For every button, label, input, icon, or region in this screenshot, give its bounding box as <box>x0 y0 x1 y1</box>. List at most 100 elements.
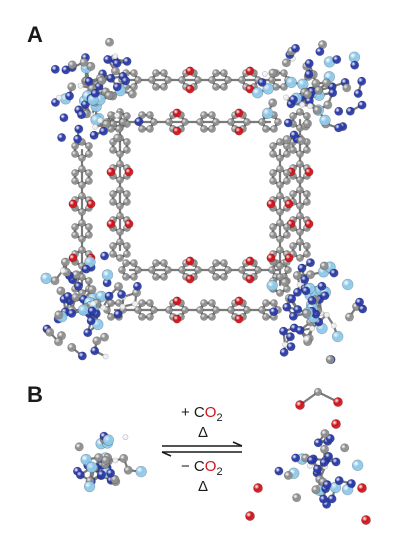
carbon-atom <box>208 266 216 274</box>
carbon-atom <box>134 76 142 84</box>
carbon-atom <box>78 246 86 254</box>
carbon-atom <box>296 108 304 116</box>
hydrogen-atom <box>283 94 290 101</box>
hydrogen-atom <box>299 101 306 108</box>
carbon-atom <box>130 273 138 281</box>
carbon-atom <box>302 308 312 318</box>
carbon-atom <box>123 146 131 154</box>
hydrogen-atom <box>309 325 316 332</box>
carbon-atom <box>123 242 131 250</box>
nitrogen-atom <box>283 118 293 128</box>
carbon-atom <box>292 270 302 280</box>
carbon-atom <box>71 293 81 303</box>
carbon-atom <box>196 306 204 314</box>
forward-subscript: 2 <box>216 412 223 424</box>
carbon-atom <box>164 76 172 84</box>
carbon-atom <box>150 118 158 126</box>
nitrogen-atom <box>307 296 317 306</box>
carbon-atom <box>224 76 232 84</box>
carbon-atom <box>78 192 86 200</box>
nitrogen-atom <box>313 438 323 448</box>
carbon-atom <box>100 332 110 342</box>
carbon-atom <box>220 69 228 77</box>
carbon-atom <box>212 273 220 281</box>
carbon-atom <box>60 257 70 267</box>
carbon-atom <box>116 254 124 262</box>
carbon-atom <box>116 176 124 184</box>
carbon-atom <box>280 277 290 287</box>
nitrogen-atom <box>117 289 127 299</box>
carbon-atom <box>150 306 158 314</box>
nitrogen-atom <box>297 263 307 273</box>
carbon-atom <box>78 154 86 162</box>
oxygen-atom <box>124 167 134 177</box>
carbon-atom <box>87 285 97 295</box>
carbon-atom <box>178 266 186 274</box>
carbon-atom <box>268 76 276 84</box>
carbon-atom <box>119 118 127 126</box>
carbon-atom <box>276 208 284 216</box>
hydrogen-atom <box>122 434 129 441</box>
carbon-atom <box>130 259 138 267</box>
metal-atom <box>84 256 96 268</box>
nitrogen-atom <box>331 457 341 467</box>
metal-atom <box>319 114 331 127</box>
carbon-atom <box>194 266 202 274</box>
carbon-atom <box>268 266 276 274</box>
carbon-atom <box>296 150 304 158</box>
carbon-atom <box>138 125 146 133</box>
nitrogen-atom <box>50 64 60 74</box>
nitrogen-atom <box>279 326 289 336</box>
carbon-atom <box>262 299 270 307</box>
carbon-atom <box>200 313 208 321</box>
nitrogen-atom <box>106 73 116 83</box>
carbon-atom <box>200 299 208 307</box>
nitrogen-atom <box>112 58 122 68</box>
carbon-atom <box>303 146 311 154</box>
metal-atom <box>86 461 98 473</box>
carbon-atom <box>238 76 246 84</box>
carbon-atom <box>78 165 86 173</box>
panel-a-label: A <box>27 22 43 47</box>
nitrogen-atom <box>312 464 322 474</box>
metal-atom <box>266 279 278 292</box>
metal-atom <box>77 304 90 316</box>
carbon-atom <box>258 118 266 126</box>
nitrogen-atom <box>269 307 279 317</box>
hydrogen-atom <box>296 281 303 288</box>
carbon-atom <box>45 327 55 337</box>
carbon-atom <box>276 154 284 162</box>
nitrogen-atom <box>121 76 131 86</box>
carbon-atom <box>283 231 291 239</box>
carbon-atom <box>269 231 277 239</box>
carbon-atom <box>212 306 220 314</box>
carbon-atom <box>67 60 77 70</box>
carbon-atom <box>71 223 79 231</box>
carbon-atom <box>109 190 117 198</box>
carbon-atom <box>289 146 297 154</box>
carbon-atom <box>296 160 304 168</box>
nitrogen-atom <box>279 347 289 357</box>
carbon-atom <box>302 119 312 129</box>
nitrogen-atom <box>134 116 144 126</box>
oxygen-atom <box>234 314 244 324</box>
carbon-atom <box>243 118 251 126</box>
oxygen-atom <box>245 66 255 76</box>
hydrogen-atom <box>112 53 119 60</box>
nitrogen-atom <box>77 110 87 120</box>
carbon-atom <box>119 453 129 463</box>
nitrogen-atom <box>73 134 83 144</box>
nitrogen-atom <box>122 56 132 66</box>
carbon-atom <box>268 68 278 78</box>
carbon-atom <box>194 76 202 84</box>
hydrogen-atom <box>100 304 107 311</box>
carbon-atom <box>281 58 291 68</box>
oxygen-atom <box>124 219 134 229</box>
carbon-atom <box>114 282 124 292</box>
nitrogen-atom <box>73 281 83 291</box>
oxygen-atom <box>304 219 314 229</box>
nitrogen-atom <box>132 281 142 291</box>
nitrogen-atom <box>332 55 342 65</box>
carbon-atom <box>269 223 277 231</box>
